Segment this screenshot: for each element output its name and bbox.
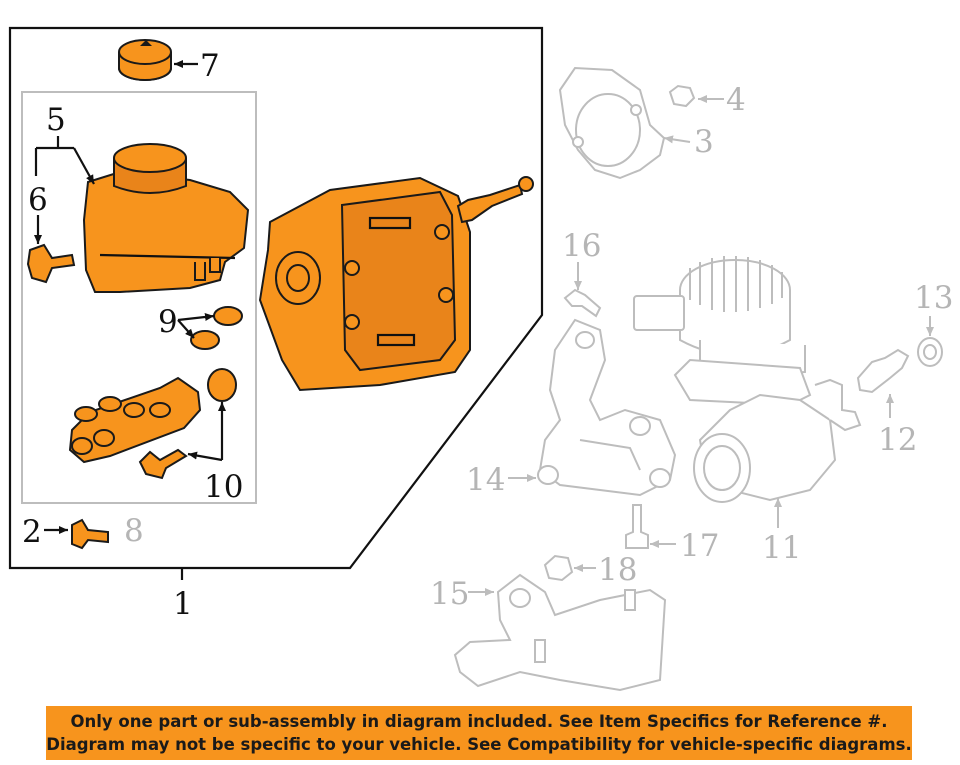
callout-14: 14 bbox=[466, 462, 505, 498]
disclaimer-line-2: Diagram may not be specific to your vehi… bbox=[46, 735, 912, 754]
vacuum-pump bbox=[633, 256, 862, 503]
callout-7: 7 bbox=[200, 48, 220, 84]
callout-2: 2 bbox=[22, 514, 42, 550]
pin-6-part bbox=[26, 243, 76, 284]
callout-8: 8 bbox=[124, 513, 144, 549]
bolt-17-part bbox=[625, 504, 649, 549]
callout-labels: 1 2 3 4 5 6 7 8 9 10 11 12 13 14 15 16 1… bbox=[22, 48, 953, 622]
bracket-15 bbox=[453, 573, 667, 692]
fitting-12-part bbox=[856, 348, 910, 394]
bracket-14 bbox=[537, 318, 677, 497]
master-cylinder-part bbox=[68, 376, 202, 464]
nut-18-part bbox=[543, 554, 574, 582]
callout-18: 18 bbox=[598, 552, 637, 588]
callout-16: 16 bbox=[562, 228, 601, 264]
disclaimer-line-1: Only one part or sub-assembly in diagram… bbox=[70, 712, 888, 731]
callout-6: 6 bbox=[28, 182, 48, 218]
callout-17: 17 bbox=[680, 528, 719, 564]
callout-4: 4 bbox=[726, 82, 746, 118]
parts-diagram: 1 2 3 4 5 6 7 8 9 10 11 12 13 14 15 16 1… bbox=[8, 26, 953, 692]
o-ring-part bbox=[207, 368, 237, 402]
gasket-hole bbox=[575, 93, 641, 167]
leader-lines-dark bbox=[34, 60, 226, 580]
bolt-10-part bbox=[138, 448, 188, 480]
callout-9: 9 bbox=[158, 304, 178, 340]
callout-10: 10 bbox=[204, 469, 243, 505]
assembly-box bbox=[8, 26, 544, 570]
callout-13: 13 bbox=[914, 280, 953, 316]
nut-part bbox=[668, 84, 696, 108]
gasket-bolt-hole bbox=[572, 136, 584, 148]
bolt-16-part bbox=[563, 288, 602, 318]
gasket-bolt-hole bbox=[630, 104, 642, 116]
callout-5: 5 bbox=[46, 102, 66, 138]
callout-12: 12 bbox=[878, 422, 917, 458]
callout-11: 11 bbox=[762, 530, 801, 566]
reservoir-cap-part bbox=[118, 39, 172, 81]
leader-lines-light bbox=[468, 95, 934, 596]
callout-3: 3 bbox=[694, 124, 714, 160]
ghost-parts-group bbox=[453, 66, 943, 692]
callout-15: 15 bbox=[430, 576, 469, 612]
reservoir-part bbox=[82, 143, 250, 293]
brake-booster-part bbox=[258, 176, 534, 392]
disclaimer-banner: Only one part or sub-assembly in diagram… bbox=[46, 706, 912, 760]
cap-13-part bbox=[917, 337, 943, 367]
grommets-part bbox=[190, 306, 243, 350]
callout-1: 1 bbox=[173, 586, 193, 622]
bolt-2-part bbox=[71, 518, 109, 550]
reservoir-sub-box bbox=[21, 91, 257, 504]
